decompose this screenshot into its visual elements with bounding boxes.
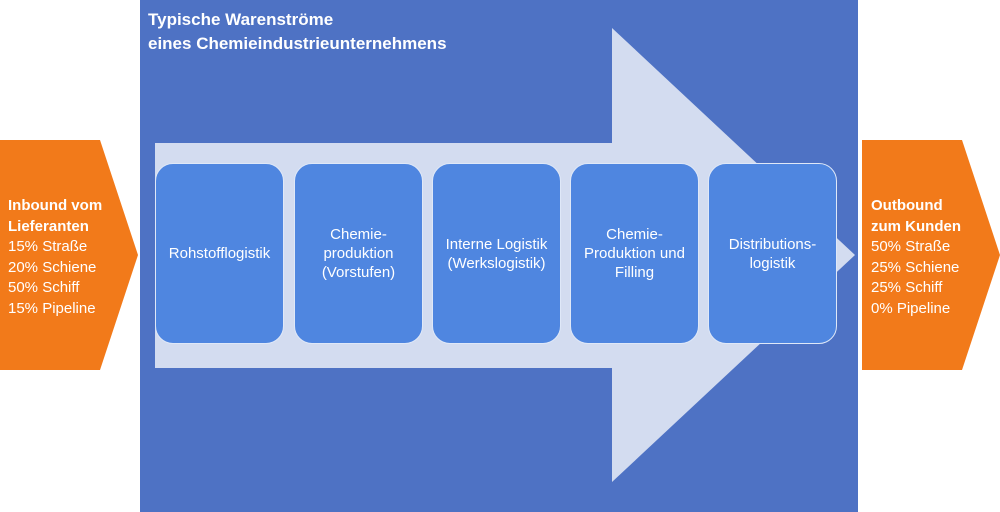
outbound-item: 50% Straße bbox=[871, 238, 951, 255]
inbound-heading-2: Lieferanten bbox=[8, 217, 89, 235]
process-chemie-produktion-filling: Chemie- Produktion und Filling bbox=[570, 163, 699, 344]
title-line-1: Typische Warenströme bbox=[148, 10, 334, 29]
title-line-2: eines Chemieindustrieunternehmens bbox=[148, 34, 447, 53]
process-interne-logistik: Interne Logistik (Werkslogistik) bbox=[432, 163, 561, 344]
outbound-item: 25% Schiene bbox=[871, 258, 960, 276]
inbound-chevron bbox=[0, 140, 138, 370]
outbound-heading-1: Outbound bbox=[871, 197, 943, 214]
inbound-text: Inbound vom Lieferanten 15% Straße 20% S… bbox=[8, 196, 102, 319]
outbound-item: 0% Pipeline bbox=[871, 299, 951, 317]
process-rohstofflogistik: Rohstofflogistik bbox=[155, 163, 284, 344]
outbound-text: Outbound zum Kunden 50% Straße 25% Schie… bbox=[871, 196, 961, 319]
outbound-chevron bbox=[862, 140, 1000, 370]
outbound-heading-2: zum Kunden bbox=[871, 217, 961, 235]
inbound-item: 50% Schiff bbox=[8, 279, 80, 296]
diagram-title: Typische Warenströme eines Chemieindustr… bbox=[148, 8, 447, 56]
inbound-item: 20% Schiene bbox=[8, 258, 97, 276]
process-distributionslogistik: Distributions- logistik bbox=[708, 163, 837, 344]
process-chemieproduktion-vorstufen: Chemie- produktion (Vorstufen) bbox=[294, 163, 423, 344]
inbound-heading-1: Inbound vom bbox=[8, 197, 103, 214]
inbound-item: 15% Pipeline bbox=[8, 299, 96, 317]
inbound-item: 15% Straße bbox=[8, 238, 88, 255]
outbound-item: 25% Schiff bbox=[871, 279, 943, 296]
